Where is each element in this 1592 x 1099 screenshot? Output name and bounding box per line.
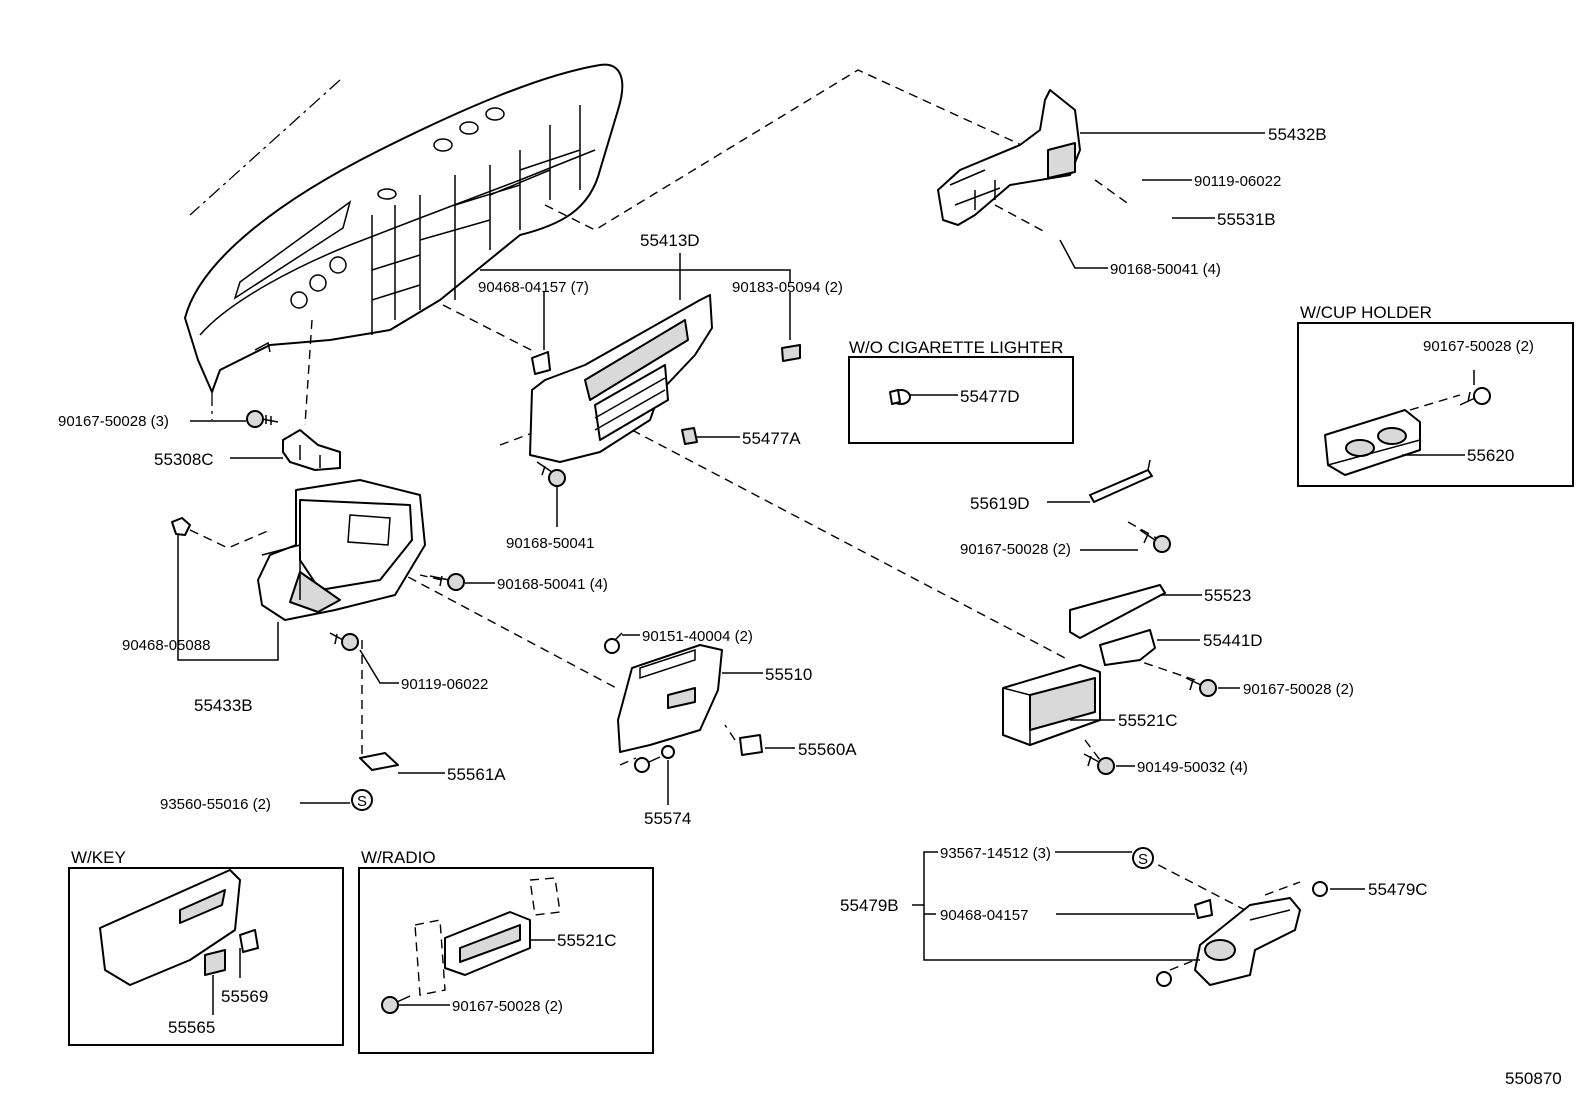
part-screw-90167-50028-2-b: [1185, 677, 1217, 697]
part-55432B-bracket: [937, 89, 1081, 226]
label-90119-06022-mid: 90119-06022: [401, 676, 488, 693]
label-93560-55016-2: 93560-55016 (2): [160, 796, 271, 813]
inset-key-frame: [68, 867, 344, 1046]
label-55479C: 55479C: [1368, 880, 1428, 899]
label-55574: 55574: [644, 809, 691, 828]
part-55479B-screw: [1156, 971, 1172, 987]
part-screw-90151-40004: [604, 632, 623, 654]
label-90167-50028-2-a: 90167-50028 (2): [960, 541, 1071, 558]
label-90151-40004-2: 90151-40004 (2): [642, 628, 753, 645]
part-55441D-bracket: [1099, 629, 1156, 666]
part-screw-90119-06022-mid: [329, 632, 359, 651]
part-55523-trim: [1069, 584, 1166, 639]
part-55521C-pocket: [1002, 664, 1101, 746]
label-90167-50028-2-cup: 90167-50028 (2): [1423, 338, 1534, 355]
label-55521C-radio: 55521C: [557, 931, 617, 950]
inset-radio-frame: [358, 867, 654, 1054]
inset-cup-holder-title: W/CUP HOLDER: [1300, 303, 1432, 322]
label-55479B: 55479B: [840, 896, 899, 915]
label-90167-50028-2-radio: 90167-50028 (2): [452, 998, 563, 1015]
label-55441D: 55441D: [1203, 631, 1263, 650]
part-90468-04157-clip: [531, 351, 551, 375]
s-mark-letter: S: [357, 793, 367, 810]
part-90468-05088-clip: [171, 517, 191, 536]
label-55569: 55569: [221, 987, 268, 1006]
inset-key-glove-box: [99, 869, 259, 986]
label-90149-50032-4: 90149-50032 (4): [1137, 759, 1248, 776]
instrument-panel-illustration: [184, 63, 624, 393]
symbol-s-mark-93567: S: [1132, 847, 1154, 869]
diagram-reference-number: 550870: [1505, 1069, 1562, 1088]
label-55523: 55523: [1204, 586, 1251, 605]
label-90168-50041-4-top: 90168-50041 (4): [1110, 261, 1221, 278]
part-screw-90167-50028-3: [246, 410, 279, 428]
part-55433B-lower-cover: [257, 479, 426, 621]
label-55620: 55620: [1467, 446, 1514, 465]
part-55620-cup-holder: [1324, 409, 1421, 476]
part-55619D-bar: [1089, 459, 1153, 503]
label-55477D: 55477D: [960, 387, 1020, 406]
label-93567-14512-3: 93567-14512 (3): [940, 845, 1051, 862]
label-90468-04157: 90468-04157: [940, 907, 1028, 924]
part-55560A-striker: [739, 734, 763, 756]
label-90183-05094-2: 90183-05094 (2): [732, 279, 843, 296]
part-55479C-cap: [1312, 881, 1328, 897]
part-55561A-clip: [359, 752, 399, 771]
s-mark-letter-2: S: [1138, 851, 1148, 868]
part-55574-screws: [634, 745, 675, 773]
part-55413D-center-panel: [529, 294, 713, 463]
assembly-dashed-lines: [189, 69, 1461, 971]
inset-cigarette-title: W/O CIGARETTE LIGHTER: [849, 338, 1063, 357]
leader-lines: [177, 132, 1475, 1015]
part-screw-90168-50041-mid: [536, 461, 566, 487]
part-90468-04157-clip-b: [1194, 899, 1213, 919]
panel-reference-line: [189, 79, 341, 216]
label-55308C: 55308C: [154, 450, 214, 469]
inset-cup-holder-frame: [1297, 322, 1574, 487]
label-90468-04157-7: 90468-04157 (7): [478, 279, 589, 296]
part-55308C-hinge: [282, 429, 341, 471]
part-55479B-cup-assembly: [1194, 897, 1301, 986]
symbol-s-mark-93560: S: [351, 789, 373, 811]
label-55510: 55510: [765, 665, 812, 684]
label-90468-05088: 90468-05088: [122, 637, 210, 654]
label-90167-50028-3: 90167-50028 (3): [58, 413, 169, 430]
part-90183-05094-nut: [781, 344, 801, 362]
inset-radio-pocket: [381, 877, 561, 1014]
label-55619D: 55619D: [970, 494, 1030, 513]
label-55521C: 55521C: [1118, 711, 1178, 730]
label-55413D: 55413D: [640, 231, 700, 250]
part-55510-glove-door: [617, 644, 723, 753]
inset-cigarette-frame: [848, 356, 1074, 444]
label-55477A: 55477A: [742, 429, 801, 448]
label-55565: 55565: [168, 1018, 215, 1037]
inset-key-title: W/KEY: [71, 848, 126, 867]
label-55560A: 55560A: [798, 740, 857, 759]
part-screw-90168-50041-4-mid: [429, 573, 465, 591]
label-90168-50041-mid: 90168-50041: [506, 535, 594, 552]
part-55477A-cap: [681, 427, 698, 445]
label-90168-50041-4-mid: 90168-50041 (4): [497, 576, 608, 593]
inset-radio-title: W/RADIO: [361, 848, 436, 867]
label-55432B: 55432B: [1268, 125, 1327, 144]
part-screw-90149-50032: [1083, 753, 1115, 775]
label-90119-06022-top: 90119-06022: [1194, 173, 1281, 190]
label-55531B: 55531B: [1217, 210, 1276, 229]
label-90167-50028-2-b: 90167-50028 (2): [1243, 681, 1354, 698]
part-55477D-cap: [889, 389, 911, 405]
part-cup-holder-screw: [1459, 387, 1491, 406]
label-55433B: 55433B: [194, 696, 253, 715]
part-screw-90167-50028-2-a: [1139, 529, 1171, 553]
label-55561A: 55561A: [447, 765, 506, 784]
